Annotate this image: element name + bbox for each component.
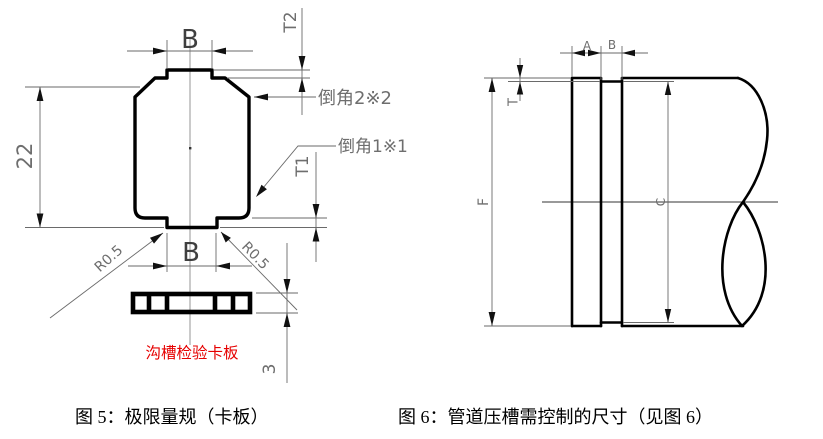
dim-t1: T1 bbox=[220, 152, 327, 262]
dim-3-label: 3 bbox=[260, 364, 280, 375]
chamfer-1x1-label: 倒角1※1 bbox=[338, 137, 408, 157]
arrow-icon bbox=[256, 184, 267, 197]
r05-left-label: R0.5 bbox=[92, 242, 126, 275]
dim-t-label: T bbox=[507, 98, 522, 107]
dim-3: 3 bbox=[256, 243, 298, 383]
callout-chamfer-2x2: 倒角2※2 bbox=[254, 88, 392, 109]
arrow-icon bbox=[283, 313, 291, 327]
arrow-icon bbox=[283, 279, 291, 293]
chamfer-2x2-label: 倒角2※2 bbox=[318, 88, 392, 109]
arrow-icon bbox=[36, 87, 44, 101]
center-mark bbox=[189, 147, 192, 150]
red-note-groove-gauge: 沟槽检验卡板 bbox=[145, 344, 238, 362]
dim-b-top: B bbox=[127, 25, 253, 69]
callout-chamfer-1x1: 倒角1※1 bbox=[256, 137, 408, 197]
arrow-icon bbox=[212, 47, 226, 55]
dim-c: C bbox=[623, 81, 674, 323]
dim-t: T bbox=[507, 58, 600, 107]
arrow-icon bbox=[298, 78, 306, 92]
dim-b-bottom-label: B bbox=[182, 238, 200, 268]
dim-22: 22 bbox=[13, 86, 164, 228]
r05-right-label: R0.5 bbox=[238, 239, 272, 273]
dim-b-bottom: B bbox=[128, 233, 252, 272]
dim-t1-label: T1 bbox=[293, 155, 313, 177]
arrow-icon bbox=[298, 56, 306, 70]
arrow-icon bbox=[150, 233, 163, 244]
arrow-icon bbox=[488, 312, 496, 326]
figure6-caption: 图 6：管道压槽需控制的尺寸（见图 6） bbox=[398, 407, 713, 427]
arrow-icon bbox=[153, 262, 167, 270]
arrow-icon bbox=[312, 204, 320, 218]
arrow-icon bbox=[216, 262, 230, 270]
dim-f-label: F bbox=[476, 198, 492, 206]
arrow-icon bbox=[221, 232, 231, 243]
arrow-icon bbox=[254, 93, 268, 101]
arrow-icon bbox=[488, 78, 496, 92]
arrow-icon bbox=[516, 65, 524, 78]
dim-c-label: C bbox=[654, 198, 668, 206]
gauge-bar-dividers bbox=[146, 294, 236, 312]
arrow-icon bbox=[312, 227, 320, 242]
figure5-caption: 图 5：极限量规（卡板） bbox=[75, 407, 269, 427]
pipe-break-line bbox=[721, 76, 769, 328]
figure5-drawing: B T2 倒角2※2 倒角1※1 bbox=[13, 8, 408, 383]
dim-a-label: A bbox=[583, 39, 592, 53]
dim-t2: T2 bbox=[214, 8, 310, 115]
figure6-drawing: A B T F C bbox=[476, 38, 778, 328]
arrow-icon bbox=[664, 81, 672, 95]
arrow-icon bbox=[572, 49, 585, 57]
callout-r05-left: R0.5 bbox=[49, 232, 164, 319]
pipe-outline bbox=[570, 76, 769, 328]
dim-t2-label: T2 bbox=[281, 11, 301, 33]
arrow-icon bbox=[622, 49, 635, 57]
gauge-bar bbox=[130, 291, 253, 315]
dim-22-label: 22 bbox=[13, 143, 37, 170]
arrow-icon bbox=[153, 47, 167, 55]
dim-b-top-label: B bbox=[181, 25, 199, 55]
dim-b-label: B bbox=[608, 38, 616, 52]
dim-a-b: A B bbox=[560, 38, 648, 80]
gauge-outline bbox=[133, 68, 251, 230]
dim-f: F bbox=[476, 77, 571, 327]
arrow-icon bbox=[36, 213, 44, 228]
arrow-icon bbox=[664, 309, 672, 323]
arrow-icon bbox=[588, 49, 601, 57]
arrow-icon bbox=[516, 81, 524, 95]
